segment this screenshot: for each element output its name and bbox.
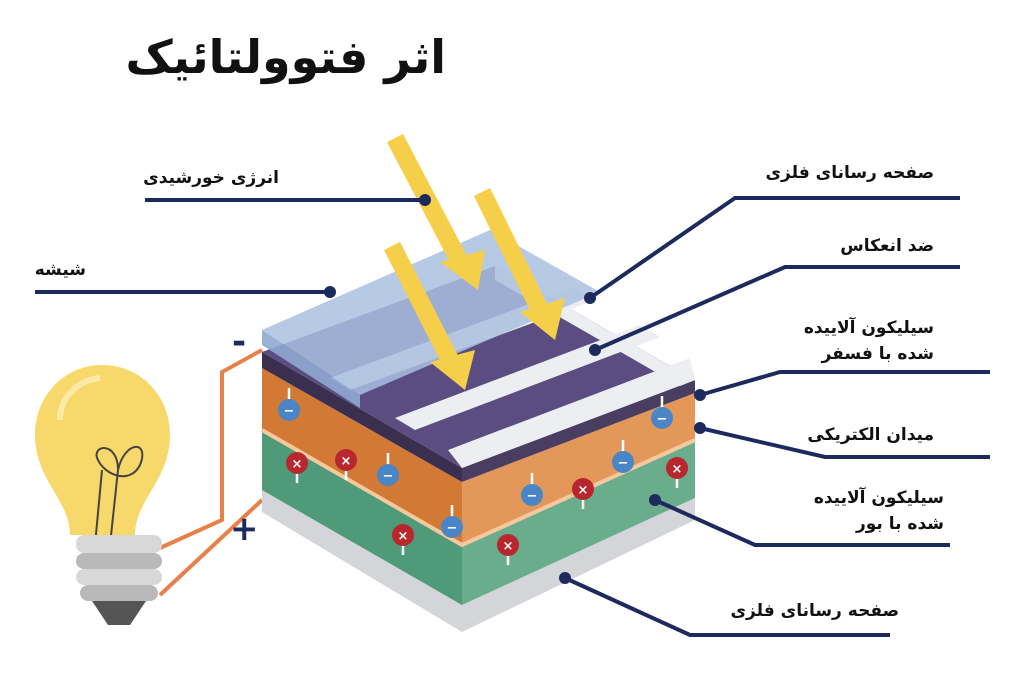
label-metal-plate-top: صفحه رسانای فلزی	[765, 163, 934, 183]
electron-icon: −	[651, 396, 673, 429]
label-metal-plate-bottom: صفحه رسانای فلزی	[730, 601, 899, 621]
arrow-icon	[473, 188, 565, 340]
wires	[158, 348, 264, 597]
label-n-silicon-line2: شده با فسفر	[821, 344, 934, 364]
svg-text:−: −	[383, 469, 394, 484]
electron-icon: −	[377, 453, 399, 486]
electron-icon: −	[278, 388, 300, 421]
metal-strip	[448, 358, 695, 468]
arrow-icon	[383, 241, 475, 390]
electron-icon: −	[521, 473, 543, 506]
label-p-silicon-line2: شده با بور	[855, 514, 944, 534]
hole-icon: ×	[392, 524, 414, 555]
svg-text:−: −	[657, 412, 668, 427]
label-p-silicon: سیلیکون آلاییده شده با بور	[814, 485, 944, 537]
bottom-metal-plate	[262, 490, 695, 632]
anti-reflection-side-left	[262, 352, 462, 482]
svg-text:×: ×	[398, 529, 409, 544]
n-type-layer-left	[262, 368, 462, 545]
svg-text:−: −	[447, 521, 458, 536]
label-anti-reflection: ضد انعکاس	[840, 236, 934, 256]
label-electric-field: میدان الکتریکی	[807, 425, 934, 445]
hole-icon: ×	[572, 478, 594, 509]
light-bulb-icon	[35, 365, 170, 625]
n-type-layer-right	[462, 393, 695, 545]
electron-icon: −	[441, 505, 463, 538]
svg-text:×: ×	[578, 483, 589, 498]
p-type-layer-right	[462, 440, 695, 605]
svg-text:−: −	[618, 456, 629, 471]
electron-icon: −	[612, 440, 634, 473]
label-n-silicon-line1: سیلیکون آلاییده	[803, 318, 934, 338]
sunlight-arrows	[383, 133, 565, 390]
svg-text:×: ×	[503, 539, 514, 554]
hole-icon: ×	[666, 457, 688, 488]
label-glass: شیشه	[34, 260, 86, 280]
svg-text:×: ×	[292, 457, 303, 472]
junction-line	[261, 428, 696, 548]
leader-lines	[35, 196, 990, 637]
label-n-silicon: سیلیکون آلاییده شده با فسفر	[804, 315, 934, 367]
positive-terminal-icon: +	[230, 509, 259, 549]
label-solar-energy: انرژی خورشیدی	[143, 168, 279, 188]
glass-edge	[262, 330, 360, 408]
negative-terminal-icon: -	[232, 322, 247, 362]
page-title: اثر فتوولتائیک	[125, 30, 446, 84]
hole-icon: ×	[497, 534, 519, 565]
svg-text:−: −	[527, 489, 538, 504]
svg-text:−: −	[284, 404, 295, 419]
svg-text:×: ×	[672, 462, 683, 477]
svg-text:×: ×	[341, 454, 352, 469]
charges: − − − − − − × × × × × ×	[278, 388, 688, 565]
p-type-layer-left	[262, 430, 462, 605]
hole-icon: ×	[335, 449, 357, 480]
leader-dots	[324, 194, 706, 584]
label-p-silicon-line1: سیلیکون آلاییده	[813, 488, 944, 508]
hole-icon: ×	[286, 452, 308, 483]
anti-reflection-side-right	[462, 380, 695, 482]
